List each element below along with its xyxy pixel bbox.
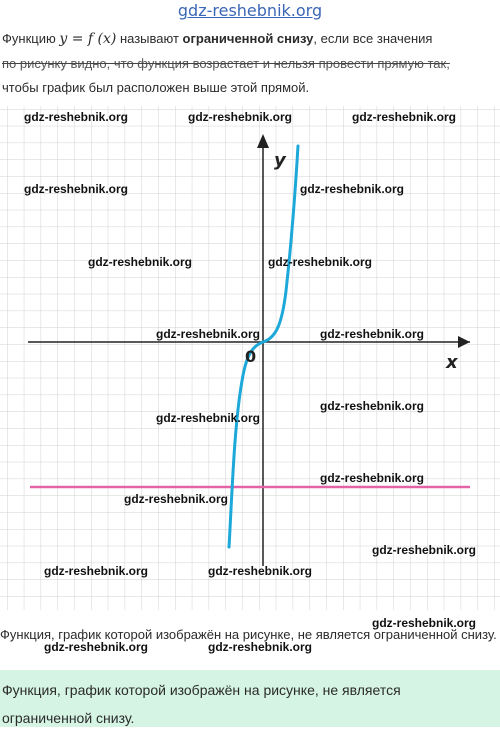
watermark: gdz-reshebnik.org	[268, 255, 373, 269]
intro-prefix: Функцию	[2, 31, 60, 46]
intro-line-2: по рисунку видно, что функция возрастает…	[2, 56, 450, 71]
watermark: gdz-reshebnik.org	[44, 640, 149, 654]
watermark: gdz-reshebnik.org	[156, 327, 261, 341]
watermark: gdz-reshebnik.org	[88, 255, 193, 269]
x-axis-arrow	[458, 336, 470, 348]
watermark: gdz-reshebnik.org	[124, 492, 229, 506]
graph-svg: y x 0	[0, 106, 500, 610]
intro-line-1: Функцию y = f (x) называют ограниченной …	[2, 31, 432, 47]
origin-label: 0	[245, 347, 256, 366]
watermark: gdz-reshebnik.org	[372, 543, 477, 557]
site-header[interactable]: gdz-reshebnik.org	[0, 0, 500, 24]
answer-highlight-text: Функция, график которой изображён на рис…	[2, 682, 401, 726]
y-axis-arrow	[257, 134, 269, 148]
answer-text: Функция, график которой изображён на рис…	[0, 627, 497, 642]
watermark: gdz-reshebnik.org	[44, 564, 149, 578]
function-graph: y x 0 gdz-reshebnik.org gdz-reshebnik.or…	[0, 106, 500, 610]
watermark: gdz-reshebnik.org	[208, 640, 313, 654]
watermark: gdz-reshebnik.org	[320, 471, 425, 485]
watermark: gdz-reshebnik.org	[208, 564, 313, 578]
y-axis-label: y	[274, 150, 287, 171]
watermark: gdz-reshebnik.org	[352, 110, 457, 124]
intro-formula: y = f (x)	[59, 31, 117, 47]
x-axis-label: x	[445, 352, 459, 373]
site-link[interactable]: gdz-reshebnik.org	[177, 1, 323, 20]
intro-suffix: , если все значения	[313, 31, 433, 46]
intro-line-3: чтобы график был расположен выше этой пр…	[2, 80, 310, 95]
intro-middle: называют	[116, 31, 183, 46]
watermark: gdz-reshebnik.org	[24, 110, 129, 124]
watermark: gdz-reshebnik.org	[156, 411, 261, 425]
watermark: gdz-reshebnik.org	[372, 616, 477, 630]
intro-term: ограниченной снизу	[182, 31, 314, 46]
watermark: gdz-reshebnik.org	[24, 182, 129, 196]
watermark: gdz-reshebnik.org	[320, 327, 425, 341]
function-curve	[227, 144, 300, 549]
watermark: gdz-reshebnik.org	[188, 110, 293, 124]
watermark: gdz-reshebnik.org	[300, 182, 405, 196]
answer-highlight-box: Функция, график которой изображён на рис…	[0, 670, 500, 727]
grid-background	[0, 106, 500, 610]
watermark: gdz-reshebnik.org	[320, 399, 425, 413]
